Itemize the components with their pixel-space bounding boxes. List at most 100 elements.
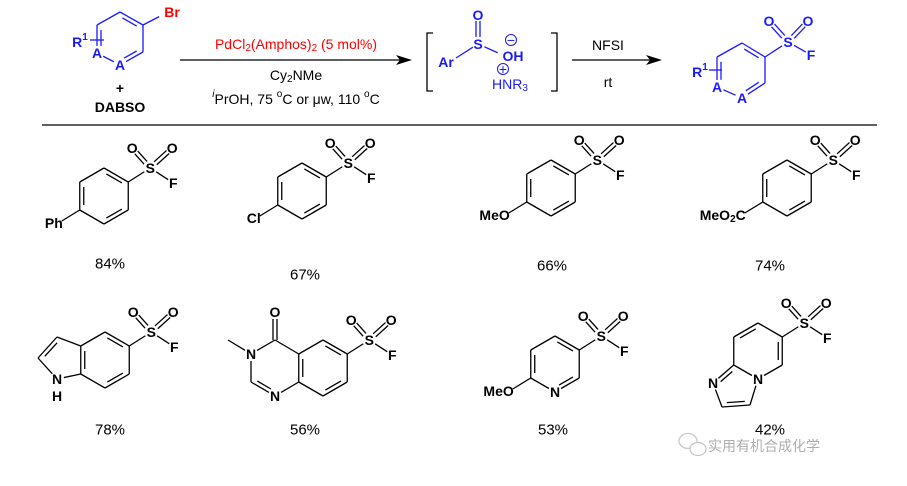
- solvent-label: iPrOH, 75 oC or μw, 110 oC: [212, 89, 379, 108]
- hydroxyl-group: OH: [503, 48, 524, 64]
- bond-substituent: [259, 204, 279, 217]
- bond: [749, 385, 757, 406]
- catalyst-label-part: (Amphos): [251, 36, 312, 52]
- ring-bond: [63, 373, 81, 379]
- yield-label: 53%: [538, 422, 568, 439]
- fluorine-atom: F: [852, 167, 861, 183]
- double-bond: [137, 150, 148, 162]
- ring-bond: [301, 162, 327, 178]
- catalyst-label-part: (5 mol%): [317, 36, 377, 52]
- base-label-part: Cy: [270, 67, 287, 83]
- bond-s-f: [602, 163, 616, 173]
- double-bond: [820, 142, 831, 154]
- yield-label: 42%: [755, 422, 785, 439]
- bond: [717, 364, 735, 379]
- ring-bond: [560, 377, 580, 390]
- oxygen-atom: O: [574, 132, 585, 148]
- left-bracket: [426, 32, 433, 92]
- sulfur-atom: S: [783, 34, 792, 50]
- ring-bond: [763, 364, 783, 377]
- bond: [274, 339, 300, 355]
- double-bond-inner-line: [106, 208, 123, 219]
- ring-bond: [298, 381, 324, 397]
- double-bond-inner-line: [743, 48, 760, 59]
- double-bond: [771, 26, 783, 39]
- bond-c-s: [325, 166, 343, 178]
- oxygen-atom: O: [803, 13, 814, 29]
- solvent-label-part: o: [364, 89, 370, 100]
- watermark-text: 实用有机合成化学: [708, 438, 820, 454]
- ring-atom-a: A: [712, 79, 722, 95]
- ammonium-label-part: 3: [522, 83, 528, 94]
- ring-bond: [322, 381, 348, 397]
- substituent-label-part: MeO: [479, 207, 509, 223]
- dabso-label: DABSO: [95, 99, 146, 115]
- double-bond: [581, 145, 592, 157]
- double-bond: [134, 153, 145, 165]
- substituent-label-part: Ph: [45, 215, 63, 231]
- bond-c-s: [127, 171, 145, 183]
- ring-bond: [301, 204, 327, 220]
- r1-substituent-part: R: [692, 64, 702, 80]
- sulfur-atom: S: [597, 328, 606, 344]
- ring-bond: [119, 11, 144, 26]
- ring-bond: [530, 335, 556, 351]
- substituent-label: MeO: [479, 207, 509, 223]
- wechat-bubble: [678, 432, 698, 450]
- substituent-label: MeO2C: [700, 207, 746, 225]
- ring-bond: [757, 322, 783, 338]
- right-bracket: [551, 32, 558, 92]
- ring-bond: [723, 89, 736, 96]
- bond: [721, 404, 751, 408]
- bond-s-f: [155, 171, 169, 181]
- ring-bond: [37, 336, 58, 359]
- double-bond-inner-line: [123, 50, 137, 59]
- oxygen-atom: O: [167, 140, 178, 156]
- oxygen-atom: O: [168, 304, 179, 320]
- ring-bond: [125, 51, 144, 63]
- double-bond: [156, 153, 170, 166]
- solvent-label-part: o: [277, 89, 283, 100]
- double-bond-inner-line: [557, 341, 574, 352]
- sulfur-atom: S: [473, 36, 482, 52]
- oxygen-atom: O: [365, 135, 376, 151]
- ring-bond: [786, 159, 812, 175]
- bond: [714, 389, 723, 408]
- double-bond-inner-line: [304, 168, 321, 179]
- fluorine-atom: F: [388, 347, 397, 363]
- nitrogen-atom: N: [708, 375, 718, 391]
- ring-bond: [96, 11, 121, 26]
- oxygen-atom: O: [473, 7, 484, 23]
- ring-bond: [103, 209, 129, 225]
- fluorine-atom: F: [807, 47, 816, 63]
- minus-charge: −: [507, 32, 515, 48]
- r1-substituent: R1: [692, 62, 708, 81]
- oxygen-atom: O: [346, 312, 357, 328]
- substituent-label-part: Cl: [247, 210, 261, 226]
- base-label: Cy2NMe: [270, 67, 322, 85]
- double-bond: [810, 308, 824, 321]
- ring-bond: [322, 339, 348, 355]
- sulfur-atom: S: [344, 155, 353, 171]
- oxygen-atom: O: [781, 295, 792, 311]
- sulfur-atom: S: [800, 315, 809, 331]
- ring-bond: [733, 322, 759, 338]
- double-bond: [585, 321, 596, 333]
- minus-charge-icon: [505, 34, 517, 46]
- substituent-label-part: 2: [730, 214, 736, 225]
- hydrogen-atom: H: [52, 388, 62, 404]
- double-bond-inner-line: [304, 203, 321, 214]
- double-bond-inner-line: [107, 337, 124, 348]
- yield-label: 66%: [537, 258, 567, 275]
- bond: [250, 381, 270, 394]
- bond-c-s: [781, 326, 799, 338]
- base-label-part: 2: [287, 74, 293, 85]
- bond-substituent: [61, 209, 81, 222]
- double-bond-inner-line: [553, 200, 570, 211]
- nitrogen-atom: N: [753, 371, 763, 387]
- substituent-label-part: C: [736, 207, 746, 223]
- double-bond: [603, 145, 617, 158]
- double-bond-inner-line: [720, 371, 733, 383]
- ring-bond: [104, 331, 130, 347]
- catalyst-label-part: 2: [312, 43, 318, 54]
